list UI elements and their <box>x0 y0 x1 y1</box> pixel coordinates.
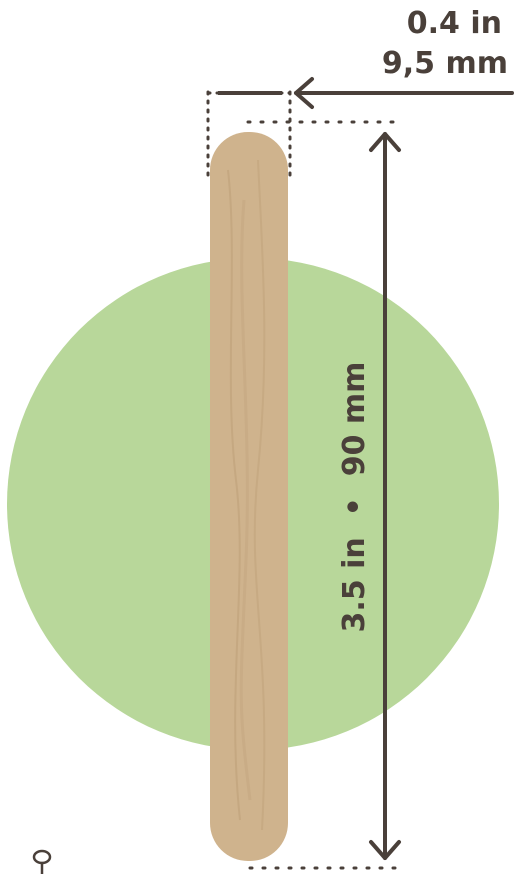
stick-body <box>210 132 288 861</box>
width-arrow <box>294 77 514 109</box>
stick-grain <box>253 159 266 831</box>
width-guide-lines <box>206 90 292 180</box>
stick-grain <box>227 169 241 821</box>
width-metric-label: 9,5 mm <box>382 46 508 81</box>
length-arrow <box>369 132 401 860</box>
length-label: 3.5 in • 90 mm <box>337 362 372 633</box>
wooden-stick <box>210 132 288 861</box>
balloon-outline-icon <box>32 849 52 874</box>
stick-grain <box>239 199 252 801</box>
width-imperial-label: 0.4 in <box>407 6 502 41</box>
length-guide-lines <box>246 120 402 870</box>
